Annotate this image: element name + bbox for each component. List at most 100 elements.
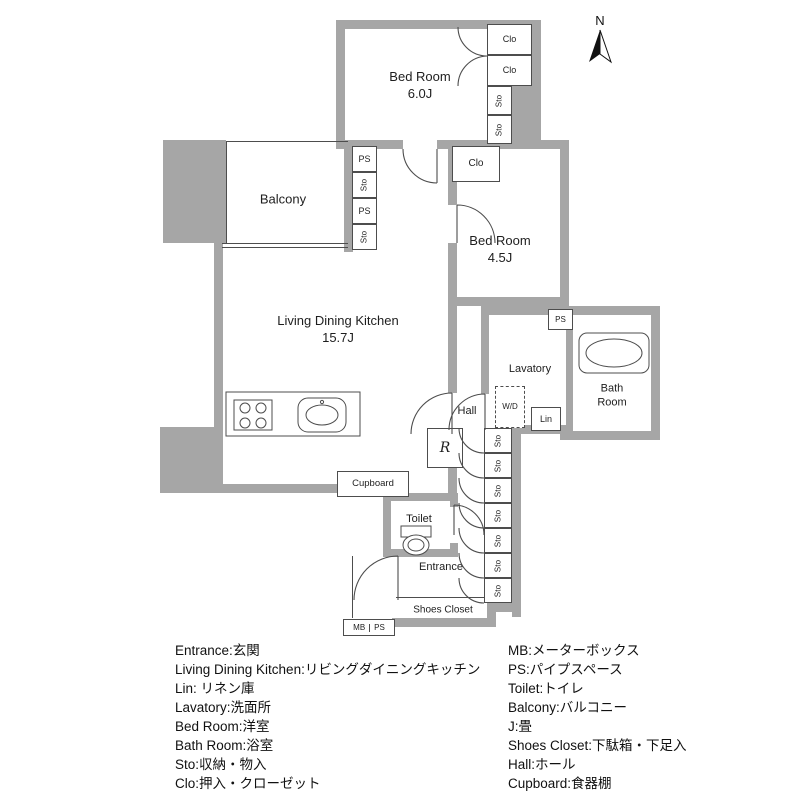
sto-box: Sto — [487, 86, 512, 115]
legend-item: Bed Room:洋室 — [175, 719, 270, 734]
balcony-window-line — [222, 247, 348, 248]
balcony-name: Balcony — [259, 191, 307, 207]
sto-label: Sto — [492, 584, 502, 597]
legend-item: Cupboard:食器棚 — [508, 776, 612, 791]
balcony-window-line — [222, 243, 348, 244]
wall-segment — [383, 493, 391, 557]
wall-segment — [383, 549, 458, 557]
linen-label: Lin — [539, 413, 552, 424]
room-label-hall: Hall — [458, 404, 477, 418]
bathtub-icon — [578, 332, 650, 374]
sto-label: Sto — [494, 94, 504, 107]
room-label-bathroom: Bath Room — [597, 382, 626, 411]
bathroom-name-line2: Room — [597, 397, 627, 409]
bedroom1-name: Bed Room — [389, 69, 451, 85]
ps-box: PS — [548, 309, 573, 330]
washer-dryer-label: W/D — [502, 402, 518, 411]
wall-segment — [344, 140, 353, 252]
bathroom-name-line1: Bath — [600, 382, 624, 395]
wall-segment — [448, 243, 457, 393]
sto-box: Sto — [352, 172, 377, 198]
hall-name: Hall — [457, 404, 477, 417]
legend-item: Clo:押入・クローゼット — [175, 776, 321, 791]
wall-segment — [383, 493, 458, 501]
clo-box: Clo — [452, 146, 500, 182]
bedroom2-name: Bed Room — [469, 233, 531, 249]
wall-segment — [532, 20, 541, 149]
legend-item: Living Dining Kitchen:リビングダイニングキッチン — [175, 662, 481, 677]
clo-box: Clo — [487, 55, 532, 86]
wall-segment — [560, 147, 569, 310]
ps-label: PS — [555, 314, 566, 324]
legend-item: Bath Room:浴室 — [175, 738, 274, 753]
ps-label: PS — [358, 153, 371, 164]
sto-label: Sto — [494, 123, 504, 136]
legend-item: Toilet:トイレ — [508, 681, 584, 696]
sto-box: Sto — [484, 553, 512, 578]
kitchen-counter-icon — [225, 391, 361, 437]
wall-segment — [336, 20, 541, 29]
wall-segment — [392, 618, 492, 627]
sto-label: Sto — [492, 534, 502, 547]
shoes-closet-name: Shoes Closet — [413, 604, 473, 616]
balcony-edge-line — [226, 141, 227, 243]
refrigerator-box: R — [427, 428, 463, 468]
bedroom1-size: 6.0J — [407, 86, 433, 101]
washer-dryer-box: W/D — [495, 386, 525, 428]
bedroom2-size: 4.5J — [487, 250, 513, 265]
cupboard-box: Cupboard — [337, 471, 409, 497]
north-compass-icon: N — [589, 13, 612, 64]
legend-item: Entrance:玄関 — [175, 643, 260, 658]
room-label-balcony: Balcony — [260, 192, 306, 209]
ldk-name: Living Dining Kitchen — [277, 313, 399, 329]
balcony-edge-line — [226, 141, 348, 142]
sto-box: Sto — [484, 428, 512, 453]
wall-segment — [651, 306, 660, 440]
sto-label: Sto — [359, 230, 369, 244]
entrance-edge-line — [352, 556, 353, 618]
legend-left-column: Entrance:玄関 Living Dining Kitchen:リビングダイ… — [175, 641, 480, 793]
ps-box: PS — [352, 198, 377, 224]
shoes-closet-divider-line — [396, 597, 490, 598]
wall-segment — [336, 20, 345, 149]
sto-box: Sto — [484, 453, 512, 478]
sto-label: Sto — [492, 559, 502, 572]
legend-item: MB:メーターボックス — [508, 643, 640, 658]
room-label-toilet: Toilet — [406, 512, 432, 526]
legend-item: Sto:収納・物入 — [175, 757, 267, 772]
room-label-ldk: Living Dining Kitchen 15.7J — [277, 313, 398, 347]
wall-segment — [566, 310, 573, 432]
mb-label: MB — [353, 622, 366, 632]
wall-segment — [160, 427, 216, 493]
wall-segment — [512, 84, 532, 144]
sto-label: Sto — [492, 459, 502, 472]
sto-box: Sto — [484, 528, 512, 553]
wall-segment — [487, 603, 521, 612]
sto-label: Sto — [492, 434, 502, 447]
ps-label: PS — [358, 205, 371, 216]
legend-item: Balcony:バルコニー — [508, 700, 628, 715]
clo-label: Clo — [502, 65, 517, 75]
ps-box: PS — [352, 146, 377, 172]
wall-segment — [452, 297, 569, 306]
sto-label: Sto — [359, 178, 369, 192]
wall-segment — [163, 140, 226, 243]
wall-segment — [487, 603, 496, 627]
wall-segment — [560, 431, 660, 440]
lavatory-name: Lavatory — [508, 362, 552, 375]
clo-label: Clo — [502, 34, 517, 44]
room-label-entrance: Entrance — [419, 560, 463, 574]
room-label-bedroom1: Bed Room 6.0J — [389, 69, 450, 103]
legend-right-column: MB:メーターボックス PS:パイプスペース Toilet:トイレ Balcon… — [508, 641, 687, 793]
wall-segment — [481, 306, 571, 315]
legend-item: Shoes Closet:下駄箱・下足入 — [508, 738, 687, 753]
wall-segment — [481, 306, 489, 394]
wall-segment — [450, 493, 458, 507]
wall-segment — [566, 306, 660, 315]
clo-box: Clo — [487, 24, 532, 55]
sink-icon — [297, 397, 347, 433]
sto-box: Sto — [352, 224, 377, 250]
sto-label: Sto — [492, 509, 502, 522]
